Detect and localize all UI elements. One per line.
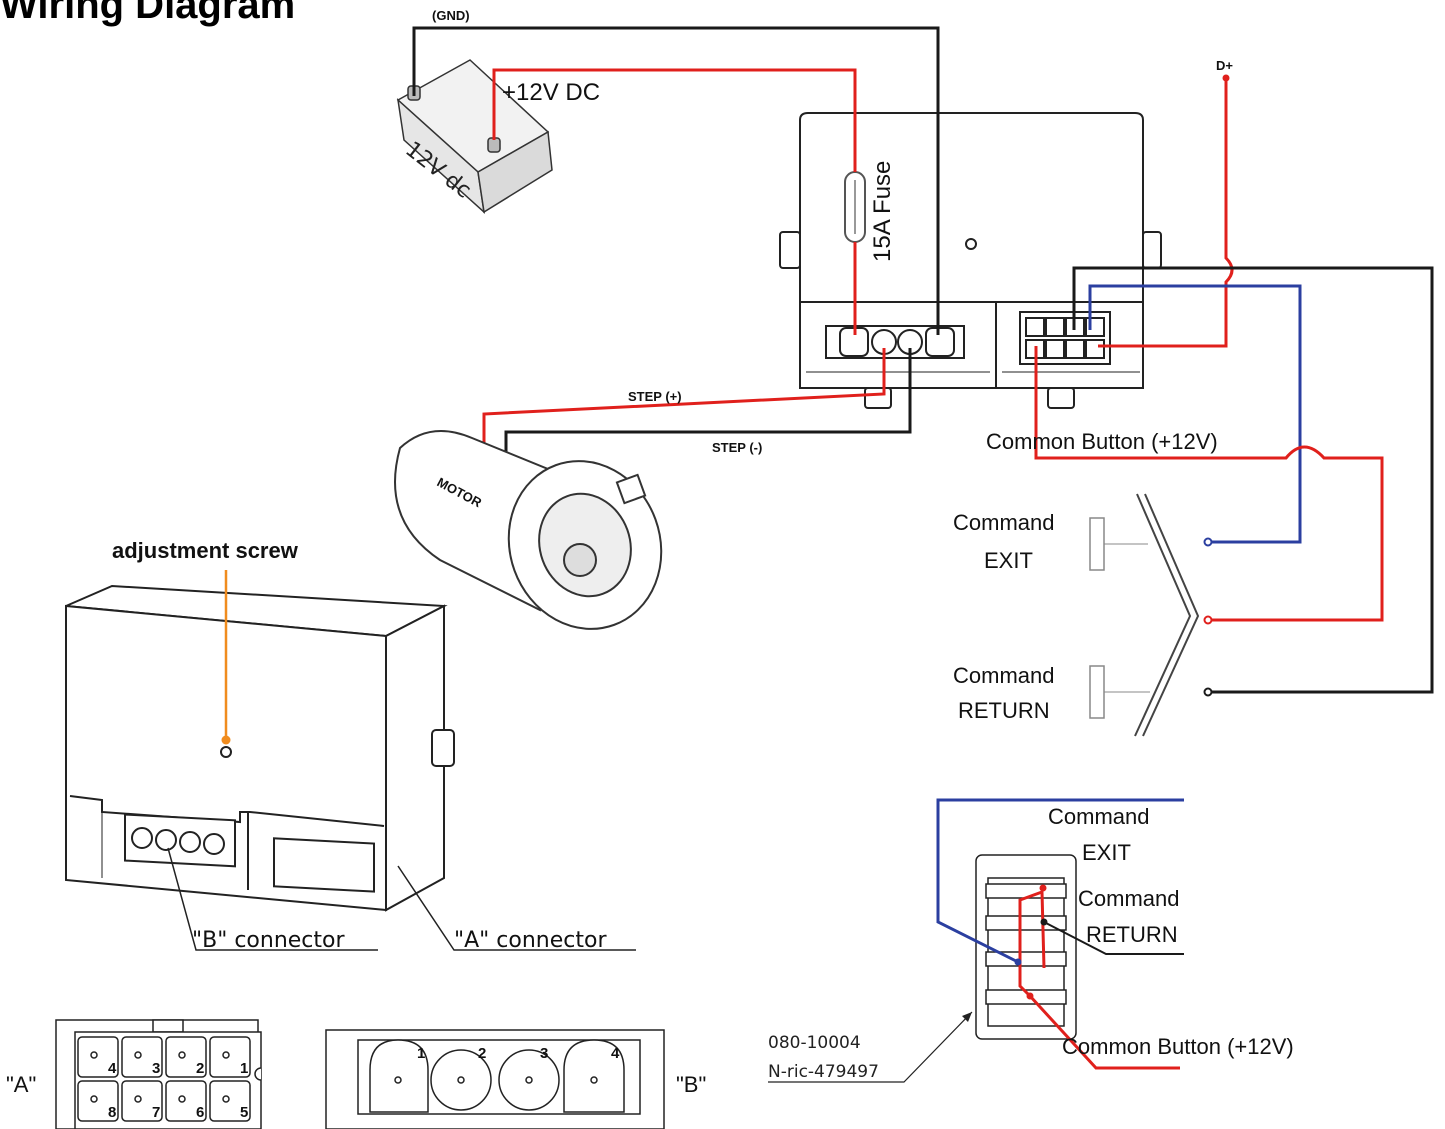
fuse xyxy=(844,171,866,243)
a-pin-3: 3 xyxy=(152,1060,160,1077)
plus12v-label: +12V DC xyxy=(502,79,600,106)
part-leader-arrow xyxy=(962,1012,972,1022)
step-plus-wire xyxy=(482,348,886,460)
step-plus-label: STEP (+) xyxy=(628,389,682,404)
switch-side xyxy=(1089,493,1213,737)
exit-wire xyxy=(1088,284,1302,544)
switch-common-terminal xyxy=(1026,992,1034,1000)
switch-exit-wire xyxy=(936,798,1184,964)
unit-connector-b xyxy=(825,325,965,359)
command-exit-label-1: Command xyxy=(953,510,1054,535)
connector-a-pinout xyxy=(55,1019,262,1129)
command-return-label-1: Command xyxy=(953,663,1054,688)
switch-return-label: RETURN xyxy=(1086,922,1178,947)
gnd-wire xyxy=(412,26,940,335)
part-number-label: 080-10004 xyxy=(768,1033,861,1053)
unit-connector-a xyxy=(1019,311,1111,365)
switch-return-terminal xyxy=(1040,918,1048,926)
control-unit-iso xyxy=(65,584,455,912)
return-label: RETURN xyxy=(958,698,1050,723)
switch-common-wire xyxy=(1018,889,1046,998)
switch-exit-terminal xyxy=(1014,958,1022,966)
switch-common-label: Common Button (+12V) xyxy=(1062,1034,1294,1059)
a-pin-6: 6 xyxy=(196,1104,204,1121)
a-connector-leader xyxy=(397,865,636,951)
switch-command-return-label: Command xyxy=(1078,886,1179,911)
b-pin-1: 1 xyxy=(417,1045,425,1062)
switch-exit-label: EXIT xyxy=(1082,840,1131,865)
b-pin-2: 2 xyxy=(478,1045,486,1062)
common-wire xyxy=(1034,346,1384,622)
return-wire xyxy=(1072,266,1434,694)
switch-back xyxy=(975,854,1077,1040)
b-pin-3: 3 xyxy=(540,1045,548,1062)
switch-return-wire xyxy=(1043,921,1184,955)
switch-command-exit-label: Command xyxy=(1048,804,1149,829)
connector-b-pinout xyxy=(325,1029,665,1129)
a-pin-2: 2 xyxy=(196,1060,204,1077)
exit-label: EXIT xyxy=(984,548,1033,573)
dplus-wire xyxy=(1098,78,1234,348)
a-pin-5: 5 xyxy=(240,1104,248,1121)
b-pin-4: 4 xyxy=(611,1045,620,1062)
step-minus-label: STEP (-) xyxy=(712,440,762,455)
a-pin-1: 1 xyxy=(240,1060,248,1077)
adjustment-screw-marker xyxy=(221,735,231,745)
b-connector-leader xyxy=(167,847,378,951)
switch-aux-terminal xyxy=(1039,884,1047,892)
b-connector-label: "B" connector xyxy=(192,928,345,953)
part-ref-label: N-ric-479497 xyxy=(768,1062,879,1082)
switch-common-out-wire xyxy=(1028,994,1180,1070)
a-connector-label: "A" connector xyxy=(454,928,607,953)
plus12v-wire xyxy=(492,68,857,172)
dplus-label: D+ xyxy=(1216,58,1233,73)
gnd-label: (GND) xyxy=(432,8,470,23)
common-button-label: Common Button (+12V) xyxy=(986,429,1218,454)
diagram-title: Wiring Diagram xyxy=(0,0,295,27)
a-pin-4: 4 xyxy=(108,1060,117,1077)
battery xyxy=(396,59,553,214)
motor xyxy=(394,429,663,630)
connector-a-tag: "A" xyxy=(6,1072,36,1097)
a-pin-8: 8 xyxy=(108,1104,116,1121)
part-leader xyxy=(768,1011,973,1083)
fuse-label: 15A Fuse xyxy=(869,161,896,262)
connector-b-tag: "B" xyxy=(676,1072,706,1097)
a-pin-7: 7 xyxy=(152,1104,160,1121)
adjustment-screw-label: adjustment screw xyxy=(112,538,299,563)
